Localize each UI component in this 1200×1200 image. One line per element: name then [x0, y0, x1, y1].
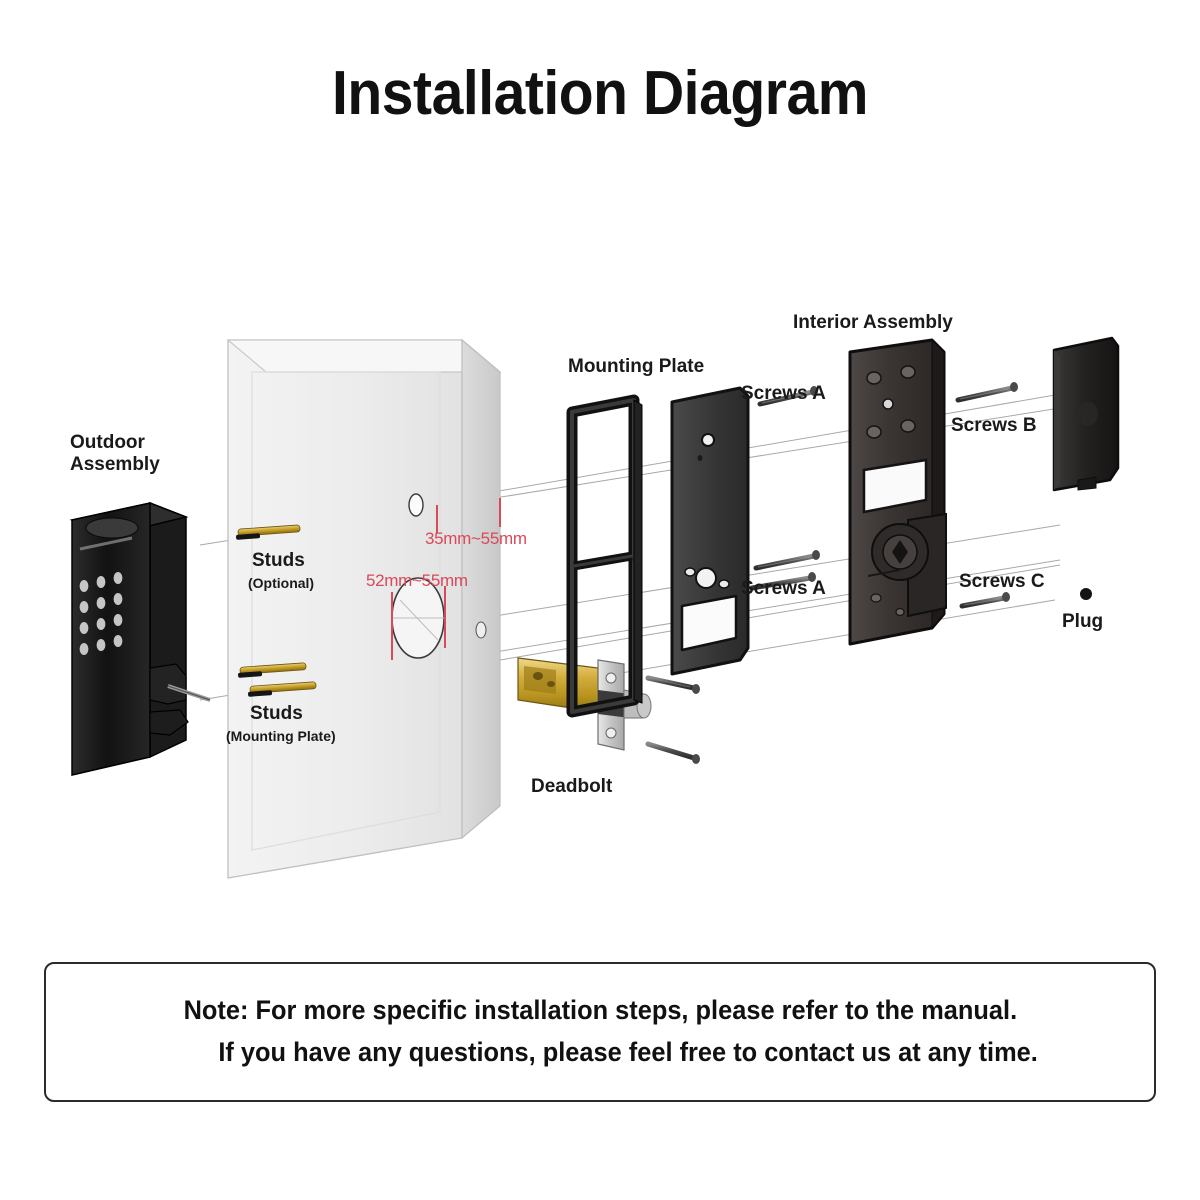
- interior-assembly-part: [848, 338, 947, 646]
- label-outdoor-assembly-line1: Outdoor: [70, 432, 145, 453]
- label-studs-mounting-plate-sub: (Mounting Plate): [226, 728, 336, 744]
- label-studs-optional-main: Studs: [252, 550, 305, 571]
- label-plug: Plug: [1062, 611, 1104, 632]
- studs-mounting-plate-part: [238, 662, 317, 697]
- label-studs-mounting-plate-main: Studs: [250, 703, 303, 724]
- studs-optional-part: [236, 524, 301, 540]
- label-screws-a-top: Screws A: [741, 383, 826, 404]
- dimension-door-thickness: 52mm~55mm: [366, 571, 468, 590]
- dimension-backset: 35mm~55mm: [425, 529, 527, 548]
- door-slab-part: [226, 338, 502, 879]
- plug-part: [1080, 588, 1092, 600]
- battery-cover-part: [1052, 336, 1120, 492]
- outdoor-assembly-part: [69, 501, 211, 776]
- label-interior-assembly: Interior Assembly: [793, 312, 953, 333]
- dimension-ticks-thickness: [391, 586, 446, 660]
- mounting-plate-frame-part: [566, 394, 643, 718]
- label-screws-c: Screws C: [959, 571, 1045, 592]
- deadbolt-part: [517, 657, 700, 764]
- screws-b-part: [955, 382, 1018, 403]
- inner-mounting-plate-part: [670, 386, 750, 676]
- deadbolt-wood-screws: [645, 675, 700, 764]
- label-mounting-plate: Mounting Plate: [568, 356, 705, 377]
- label-screws-b: Screws B: [951, 415, 1037, 436]
- label-deadbolt: Deadbolt: [531, 776, 613, 797]
- label-studs-mounting-plate: Studs: [250, 703, 303, 725]
- note-line-1: Note: For more specific installation ste…: [183, 995, 1017, 1026]
- dimension-ticks-backset: [436, 498, 501, 533]
- screws-a-parts: [749, 386, 820, 591]
- note-box: Note: For more specific installation ste…: [44, 962, 1156, 1102]
- label-outdoor-assembly-line2: Assembly: [70, 454, 160, 476]
- note-line-2: If you have any questions, please feel f…: [218, 1037, 1038, 1067]
- page-title: Installation Diagram: [332, 59, 868, 128]
- label-screws-a-bottom: Screws A: [741, 578, 826, 599]
- label-studs-optional: Studs: [252, 550, 305, 572]
- screws-c-part: [959, 592, 1010, 609]
- label-studs-optional-sub: (Optional): [248, 575, 315, 591]
- label-outdoor-assembly: Outdoor Assembly: [70, 432, 160, 477]
